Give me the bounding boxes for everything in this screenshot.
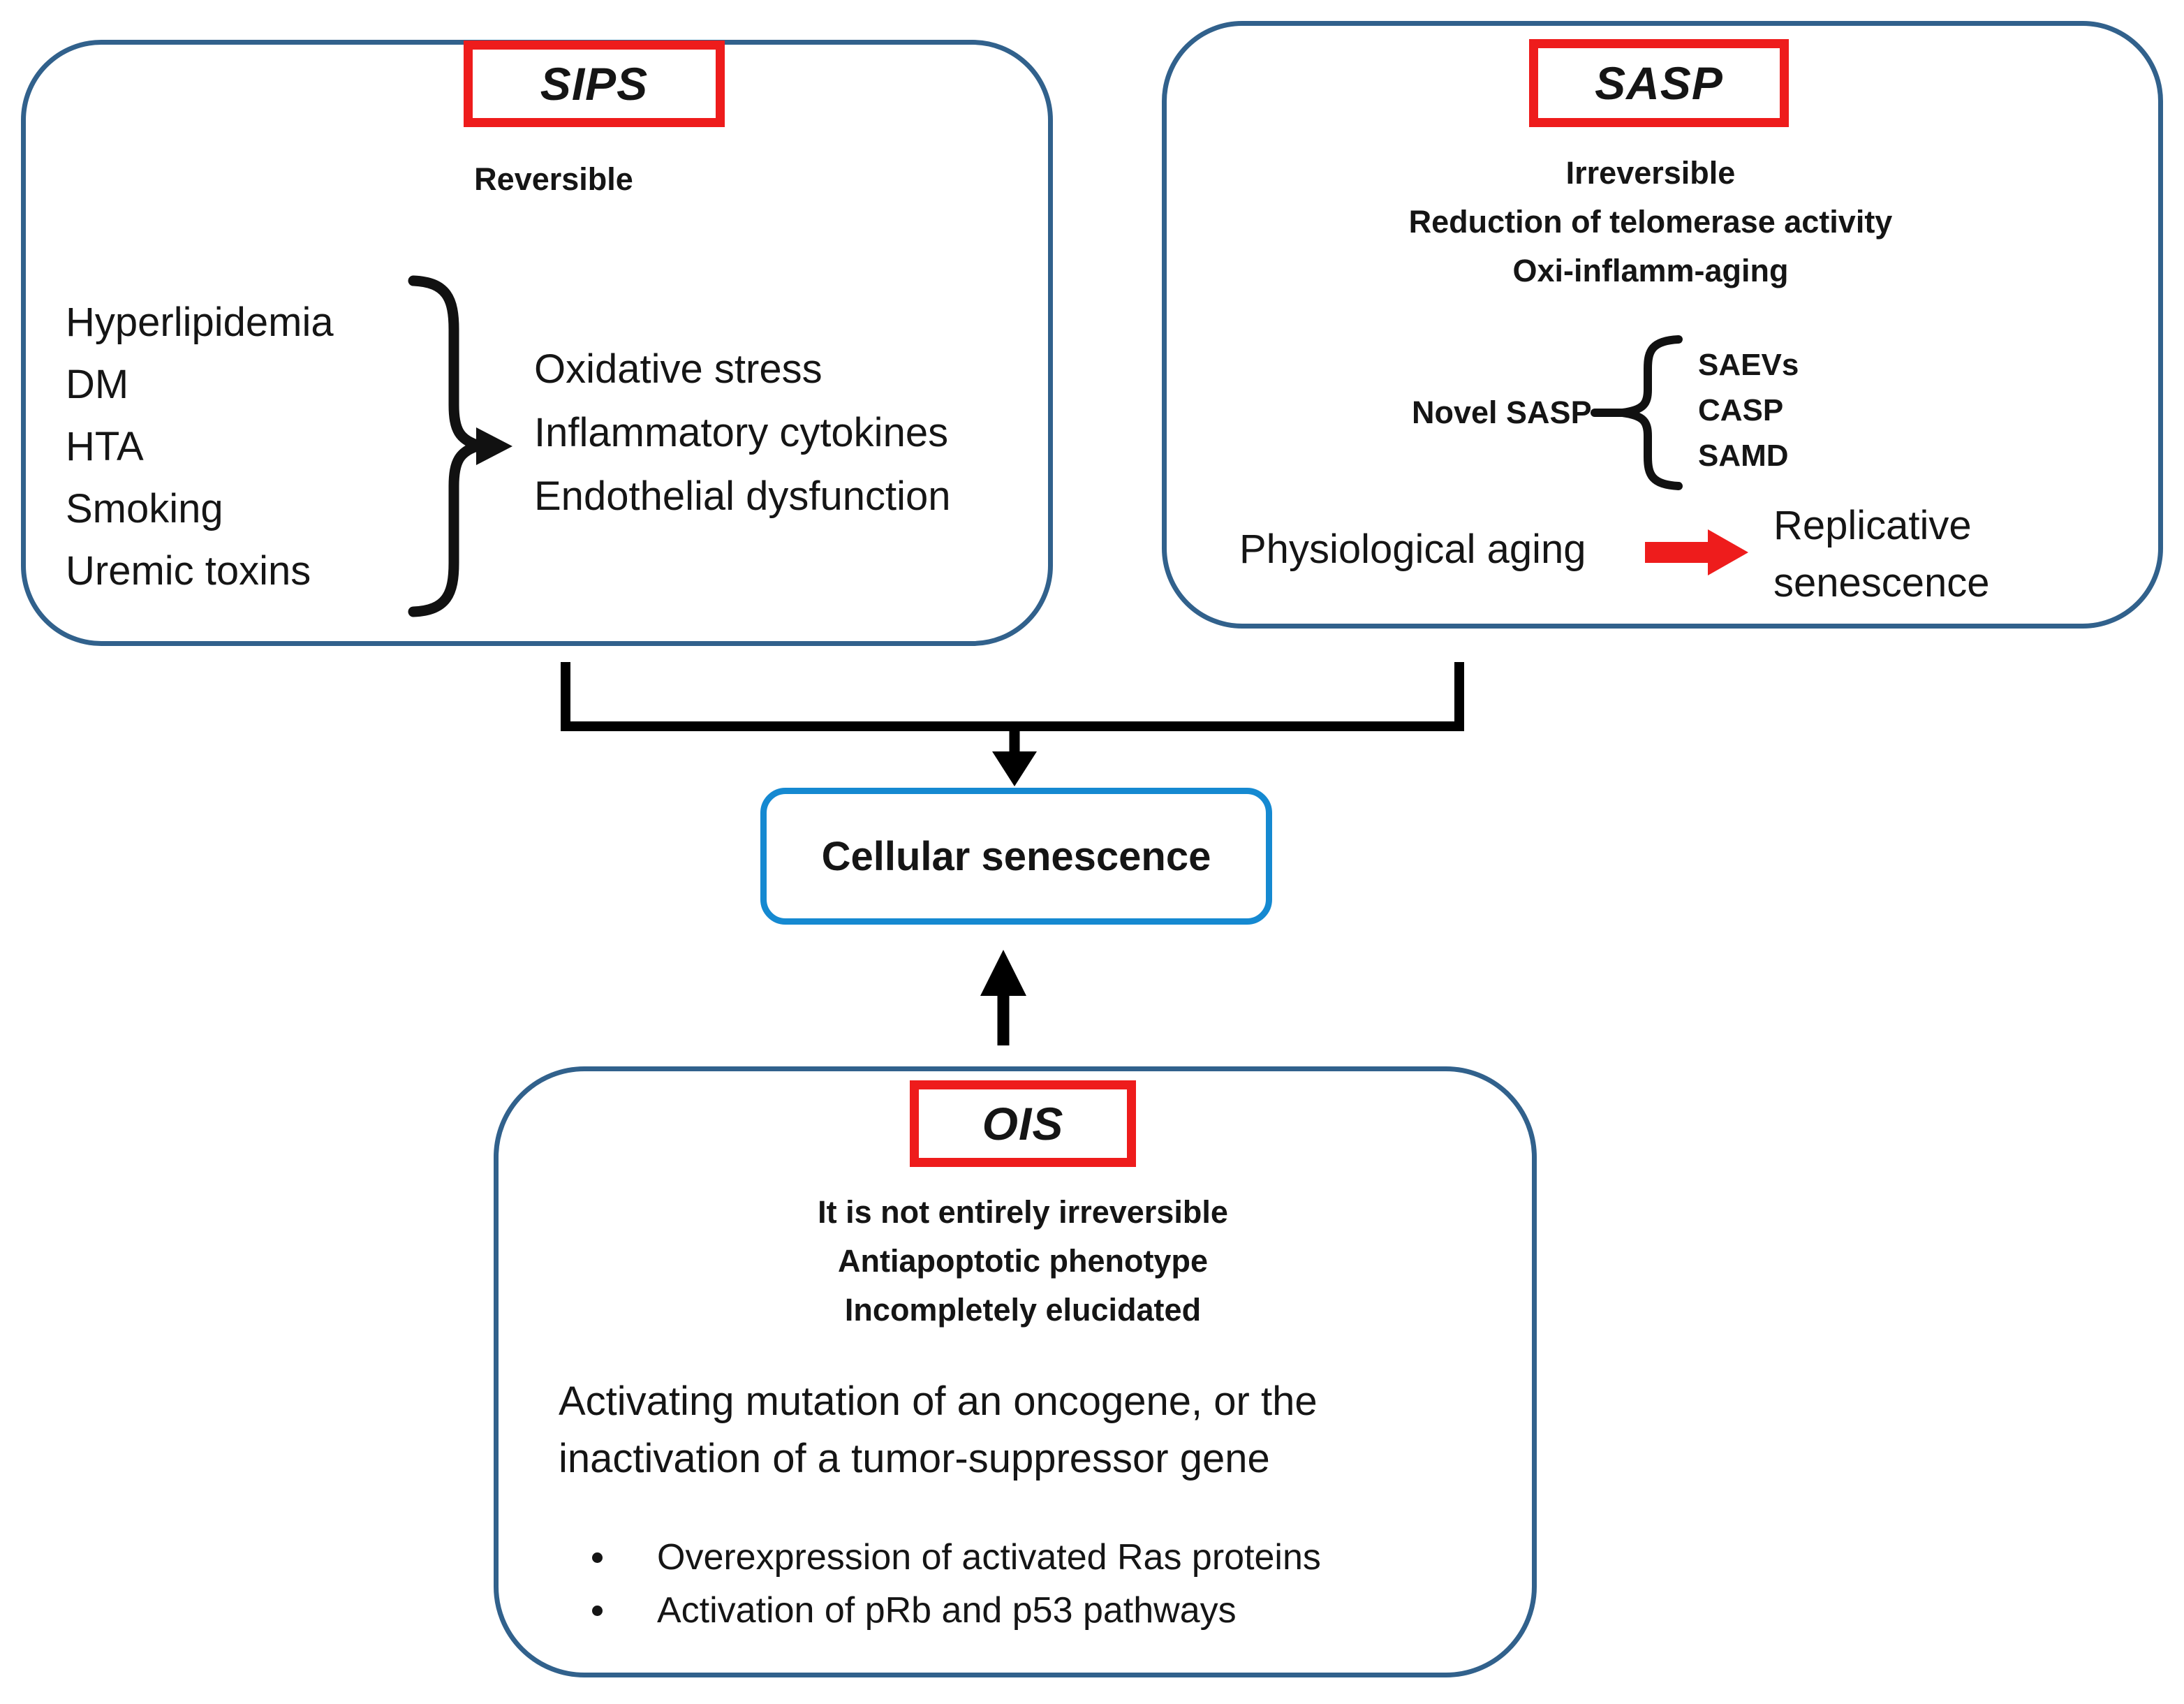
risk-factor-item: DM [66, 362, 129, 407]
ois-bullet-list: Overexpression of activated Ras proteins… [592, 1531, 1321, 1637]
risk-factor-item: HTA [66, 424, 144, 469]
ois-properties: It is not entirely irreversible Antiapop… [604, 1188, 1442, 1335]
sips-risk-list: Hyperlipidemia DM HTA Smoking Uremic tox… [66, 291, 334, 602]
risk-factor-item: Smoking [66, 486, 223, 531]
down-arrow-head [992, 751, 1037, 786]
sasp-property: Oxi-inflamm-aging [1512, 253, 1789, 288]
ois-description: Activating mutation of an oncogene, or t… [559, 1379, 1318, 1481]
effect-item: Endothelial dysfunction [534, 473, 951, 519]
novel-sasp-label: Novel SASP [1412, 395, 1592, 430]
replicative-arrow [1645, 529, 1748, 575]
sips-brace [408, 275, 499, 617]
merge-bracket [561, 662, 1464, 731]
effect-item: Oxidative stress [534, 346, 822, 392]
sips-brace-tip [476, 427, 512, 465]
ois-box [494, 1066, 1537, 1677]
sasp-title-box: SASP [1529, 39, 1789, 127]
sips-title: SIPS [540, 58, 649, 110]
bullet-label: Overexpression of activated Ras proteins [657, 1537, 1321, 1578]
ois-title-box: OIS [910, 1080, 1136, 1167]
effect-item: Inflammatory cytokines [534, 410, 949, 455]
sasp-property: Reduction of telomerase activity [1408, 204, 1893, 240]
novel-sasp-item: SAEVs [1698, 348, 1799, 382]
novel-sasp-item: SAMD [1698, 439, 1789, 473]
sips-subtitle: Reversible [474, 161, 633, 197]
novel-sasp-list: SAEVs CASP SAMD [1698, 342, 1799, 478]
sasp-title: SASP [1595, 57, 1723, 109]
bullet-item: Overexpression of activated Ras proteins [592, 1531, 1321, 1584]
ois-property: Antiapoptotic phenotype [838, 1243, 1208, 1279]
risk-factor-item: Hyperlipidemia [66, 300, 334, 345]
risk-factor-item: Uremic toxins [66, 548, 311, 594]
ois-title: OIS [982, 1098, 1064, 1150]
replicative-senescence-label: Replicative senescence [1773, 503, 1990, 605]
sasp-properties: Irreversible Reduction of telomerase act… [1232, 149, 2069, 295]
novel-sasp-item: CASP [1698, 393, 1784, 427]
bullet-label: Activation of pRb and p53 pathways [657, 1590, 1237, 1631]
bullet-dot-icon [592, 1552, 603, 1563]
sasp-property: Irreversible [1565, 155, 1736, 191]
bullet-dot-icon [592, 1605, 603, 1616]
up-arrow-head [980, 950, 1026, 996]
sips-title-box: SIPS [464, 41, 725, 127]
cellular-senescence-label: Cellular senescence [821, 833, 1211, 879]
sips-effects-list: Oxidative stress Inflammatory cytokines … [534, 337, 951, 528]
ois-property: Incompletely elucidated [844, 1292, 1202, 1328]
sasp-brace [1622, 335, 1683, 490]
bullet-item: Activation of pRb and p53 pathways [592, 1584, 1321, 1637]
ois-property: It is not entirely irreversible [818, 1194, 1228, 1230]
cellular-senescence-box: Cellular senescence [760, 788, 1272, 925]
physiological-aging-label: Physiological aging [1239, 527, 1586, 572]
sips-box [21, 40, 1053, 646]
